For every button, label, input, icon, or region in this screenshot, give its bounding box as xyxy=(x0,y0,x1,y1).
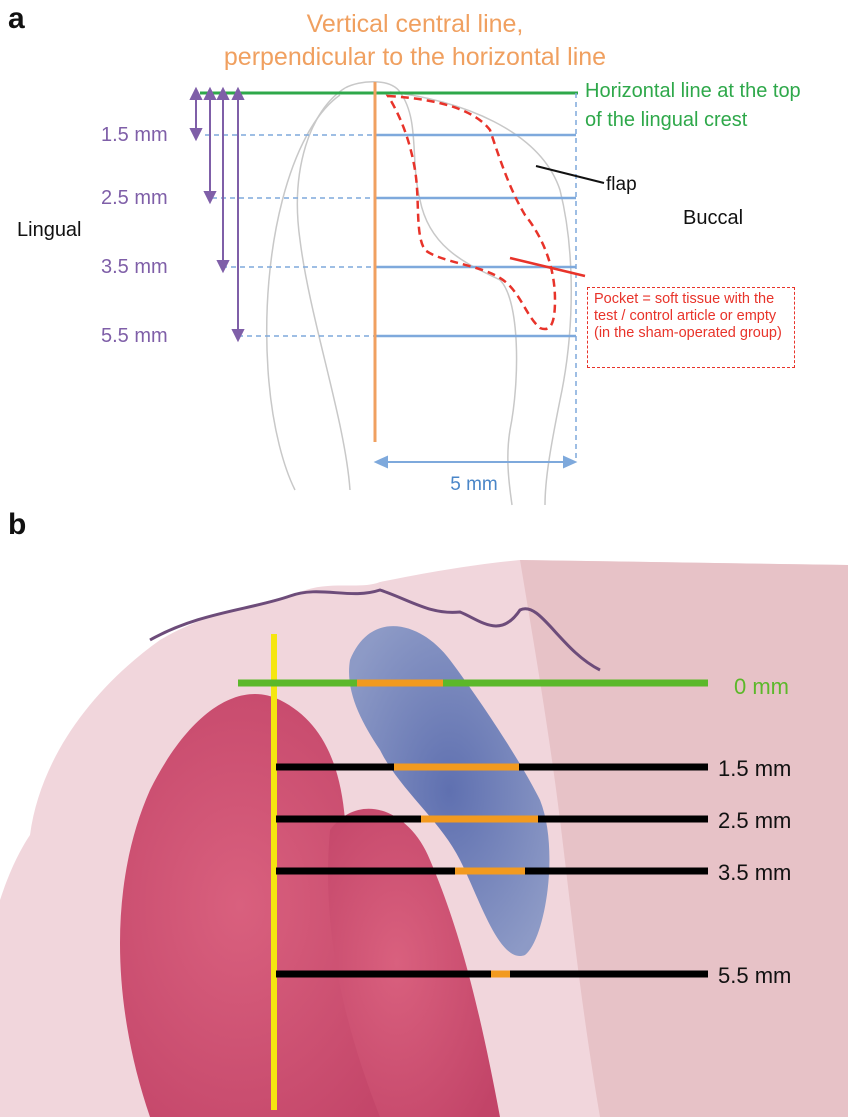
level-label-2-5: 2.5 mm xyxy=(718,808,791,833)
connective-tissue xyxy=(520,560,848,1117)
level-label-5-5: 5.5 mm xyxy=(718,963,791,988)
bone-left xyxy=(120,694,420,1117)
horizontal-line-label-2: of the lingual crest xyxy=(585,109,748,131)
level-label-3-5: 3.5 mm xyxy=(718,860,791,885)
panel-a-label: a xyxy=(8,2,25,36)
depth-label-3-5: 3.5 mm xyxy=(101,256,168,278)
flap-pointer xyxy=(536,166,604,183)
width-label: 5 mm xyxy=(450,474,498,495)
depth-arrows xyxy=(191,89,243,340)
depth-label-5-5: 5.5 mm xyxy=(101,325,168,347)
vertical-line-title-2: perpendicular to the horizontal line xyxy=(224,43,606,71)
depth-label-2-5: 2.5 mm xyxy=(101,187,168,209)
depth-label-1-5: 1.5 mm xyxy=(101,124,168,146)
width-arrow xyxy=(376,457,575,467)
flap-outline xyxy=(390,92,571,505)
bone-right xyxy=(328,809,500,1117)
vertical-line-title-1: Vertical central line, xyxy=(307,10,524,38)
pocket-legend: Pocket = soft tissue with the test / con… xyxy=(587,287,795,368)
panel-a-diagram: Vertical central line, perpendicular to … xyxy=(0,0,848,510)
level-label-0: 0 mm xyxy=(734,674,789,699)
level-label-1-5: 1.5 mm xyxy=(718,756,791,781)
bone-outline-outer-mid xyxy=(297,88,350,490)
buccal-label: Buccal xyxy=(683,207,743,229)
graft-material xyxy=(349,626,549,956)
flap-label: flap xyxy=(606,174,637,195)
soft-tissue xyxy=(0,560,848,1117)
horizontal-line-label-1: Horizontal line at the top xyxy=(585,80,801,102)
epithelium-edge xyxy=(150,590,600,670)
lingual-label: Lingual xyxy=(17,219,82,241)
panel-b-label: b xyxy=(8,508,26,542)
bone-outline-inner xyxy=(345,82,517,505)
